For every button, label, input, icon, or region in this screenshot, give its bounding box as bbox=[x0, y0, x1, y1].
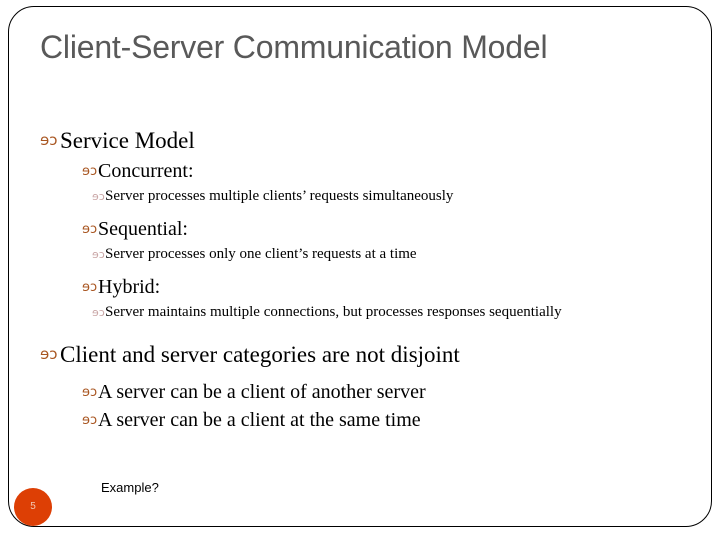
bottom-edge-mask bbox=[0, 528, 720, 540]
ornament-bullet-icon: ɘɔ bbox=[82, 385, 98, 400]
ornament-bullet-icon: ɘɔ bbox=[82, 280, 98, 295]
bullet-line: ɘɔ Server processes only one client’s re… bbox=[0, 244, 720, 265]
bullet-text: A server can be a client of another serv… bbox=[98, 381, 426, 403]
slide-body-content: ɘɔ Service Model ɘɔ Concurrent: ɘɔ Serve… bbox=[0, 126, 720, 435]
bullet-text: Client and server categories are not dis… bbox=[60, 342, 460, 367]
bullet-line: ɘɔ Client and server categories are not … bbox=[0, 340, 720, 370]
bullet-line: ɘɔ Concurrent: bbox=[0, 158, 720, 185]
example-note-text: Example? bbox=[101, 480, 159, 495]
bullet-text: Server processes multiple clients’ reque… bbox=[105, 188, 454, 204]
ornament-bullet-icon: ɘɔ bbox=[82, 164, 98, 179]
ornament-bullet-icon: ɘɔ bbox=[40, 345, 58, 363]
bullet-line: ɘɔ Server maintains multiple connections… bbox=[0, 302, 720, 323]
bullet-line: ɘɔ A server can be a client of another s… bbox=[0, 379, 720, 406]
page-number-label: 5 bbox=[30, 501, 36, 512]
bullet-line: ɘɔ Hybrid: bbox=[0, 274, 720, 301]
bullet-text: Server maintains multiple connections, b… bbox=[105, 304, 562, 320]
bullet-line: ɘɔ Sequential: bbox=[0, 216, 720, 243]
bullet-text: Service Model bbox=[60, 128, 195, 153]
bullet-text: A server can be a client at the same tim… bbox=[98, 409, 421, 431]
page-number-badge bbox=[14, 488, 52, 526]
bullet-text: Hybrid: bbox=[98, 276, 161, 298]
ornament-bullet-icon: ɘɔ bbox=[92, 306, 105, 319]
slide-title: Client-Server Communication Model bbox=[40, 29, 548, 65]
ornament-bullet-icon: ɘɔ bbox=[40, 131, 58, 149]
ornament-bullet-icon: ɘɔ bbox=[82, 222, 98, 237]
bullet-line: ɘɔ A server can be a client at the same … bbox=[0, 407, 720, 434]
right-edge-mask bbox=[712, 0, 720, 540]
ornament-bullet-icon: ɘɔ bbox=[92, 248, 105, 261]
bullet-text: Concurrent: bbox=[98, 160, 194, 182]
ornament-bullet-icon: ɘɔ bbox=[82, 413, 98, 428]
bullet-text: Sequential: bbox=[98, 218, 188, 240]
bullet-line: ɘɔ Service Model bbox=[0, 126, 720, 156]
ornament-bullet-icon: ɘɔ bbox=[92, 190, 105, 203]
bullet-text: Server processes only one client’s reque… bbox=[105, 246, 417, 262]
bullet-line: ɘɔ Server processes multiple clients’ re… bbox=[0, 186, 720, 207]
